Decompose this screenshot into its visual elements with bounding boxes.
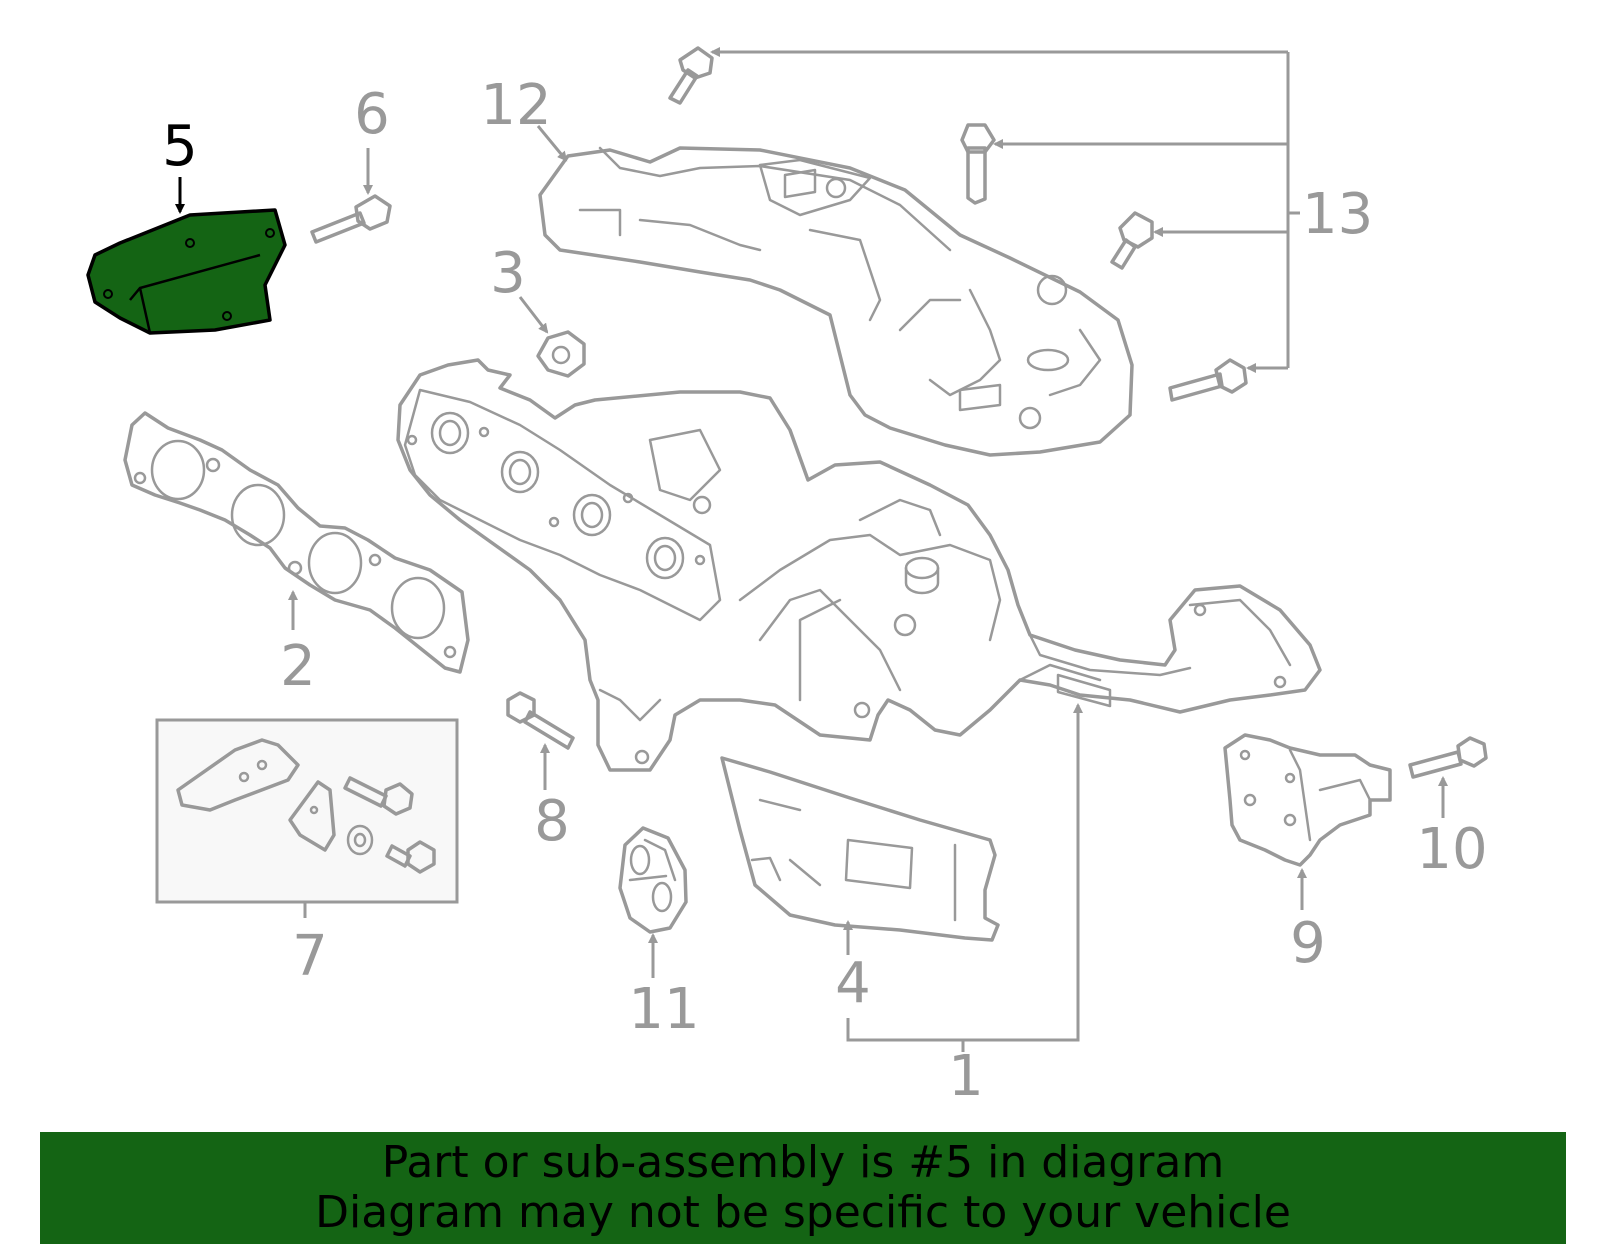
part-11-rubber-mount[interactable] xyxy=(618,826,688,934)
callout-12[interactable]: 12 xyxy=(480,73,551,138)
part-10-bolt[interactable] xyxy=(1408,736,1488,779)
part-5-heat-shield[interactable] xyxy=(86,208,287,335)
callout-4[interactable]: 4 xyxy=(835,951,871,1016)
callout-3[interactable]: 3 xyxy=(490,241,526,306)
leader-3 xyxy=(518,296,549,334)
disclaimer-banner: Part or sub-assembly is #5 in diagram Di… xyxy=(40,1132,1566,1244)
callout-1[interactable]: 1 xyxy=(948,1044,984,1109)
leader-12 xyxy=(536,125,568,162)
callout-5[interactable]: 5 xyxy=(162,114,198,179)
part-7-bracket-kit[interactable] xyxy=(155,718,459,904)
callout-8[interactable]: 8 xyxy=(534,789,570,854)
part-3-nut[interactable] xyxy=(536,330,586,378)
leader-1 xyxy=(846,703,1083,1042)
banner-line-2: Diagram may not be specific to your vehi… xyxy=(315,1187,1291,1238)
part-2-gasket[interactable] xyxy=(123,411,470,674)
part-12-upper-heat-shield[interactable] xyxy=(538,146,1134,457)
banner-line-1: Part or sub-assembly is #5 in diagram xyxy=(381,1137,1225,1188)
part-6-bolt[interactable] xyxy=(310,194,392,244)
part-13-bolts[interactable] xyxy=(668,46,1248,402)
part-4-lower-heat-shield[interactable] xyxy=(720,756,1000,942)
part-1-exhaust-manifold[interactable] xyxy=(396,358,1322,772)
part-8-bolt[interactable] xyxy=(506,691,575,750)
callout-2[interactable]: 2 xyxy=(280,634,316,699)
callout-10[interactable]: 10 xyxy=(1416,817,1487,882)
callout-6[interactable]: 6 xyxy=(354,82,390,147)
callout-9[interactable]: 9 xyxy=(1290,911,1326,976)
callout-7[interactable]: 7 xyxy=(292,924,328,989)
part-9-bracket[interactable] xyxy=(1223,733,1392,867)
callout-13[interactable]: 13 xyxy=(1302,182,1373,247)
callout-11[interactable]: 11 xyxy=(628,977,699,1042)
